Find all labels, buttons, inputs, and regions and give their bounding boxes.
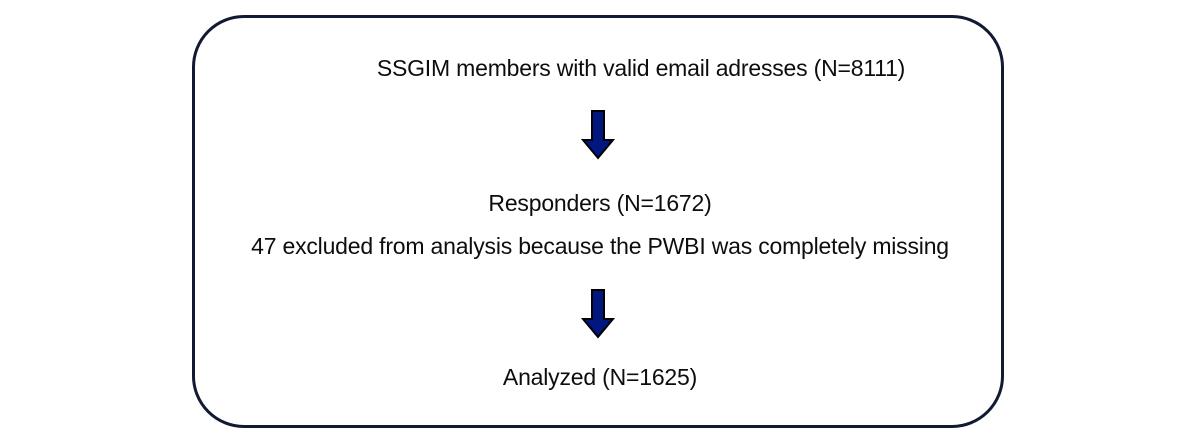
down-arrow-icon [581, 110, 615, 160]
down-arrow-icon [581, 289, 615, 339]
node-analyzed: Analyzed (N=1625) [502, 364, 698, 390]
node-responders: Responders (N=1672) [488, 190, 712, 216]
node-excluded: 47 excluded from analysis because the PW… [251, 233, 949, 259]
flowchart-container-box [192, 15, 1004, 428]
node-source-population: SSGIM members with valid email adresses … [376, 55, 906, 81]
